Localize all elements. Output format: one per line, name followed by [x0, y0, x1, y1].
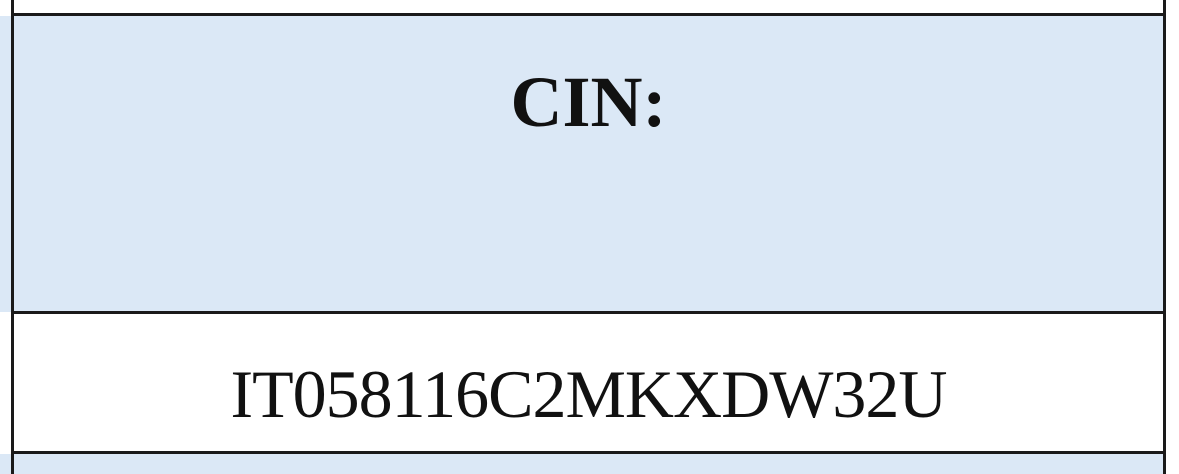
cin-label: CIN:	[510, 62, 667, 142]
table-row-previous	[14, 0, 1163, 16]
table-row-next	[14, 454, 1163, 474]
left-column-next-fill	[0, 454, 11, 474]
page-margin-right	[1166, 0, 1179, 474]
table-value-cell: IT058116C2MKXDW32U	[14, 314, 1163, 454]
table-left-column-edge	[0, 0, 14, 474]
table-column: CIN: IT058116C2MKXDW32U	[14, 0, 1166, 474]
table-header-cell: CIN:	[14, 16, 1163, 314]
cin-value: IT058116C2MKXDW32U	[230, 356, 947, 432]
left-column-header-fill	[0, 16, 11, 312]
